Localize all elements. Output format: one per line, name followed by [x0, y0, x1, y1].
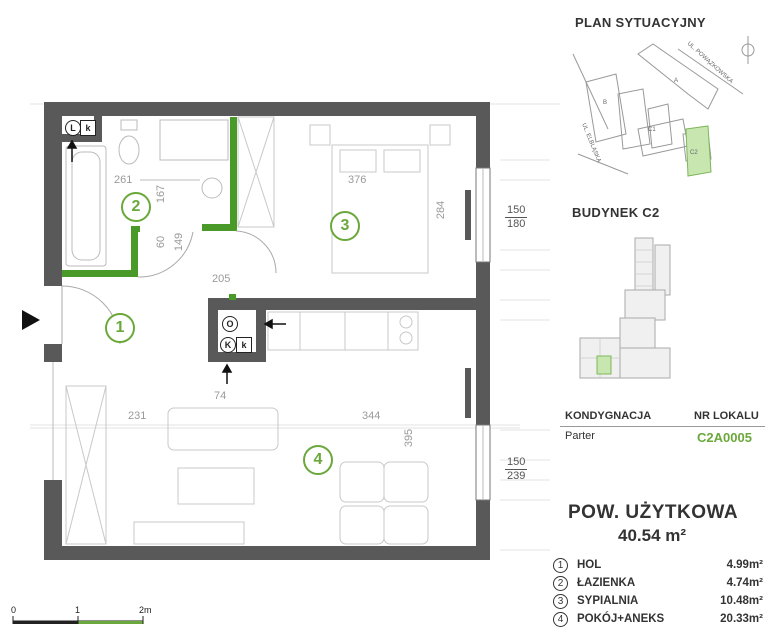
legend-num: 2	[553, 576, 568, 591]
window-1-height: 150	[507, 204, 526, 216]
shaft-K: K	[220, 337, 236, 353]
legend-name: HOL	[577, 559, 602, 571]
legend-num: 3	[553, 594, 568, 609]
bedroom-furniture	[237, 116, 451, 274]
legend-area: 4.99m²	[726, 559, 763, 571]
dim-167: 167	[155, 184, 168, 204]
unit-header: NR LOKALU	[694, 410, 759, 422]
building-c2-highlight	[685, 125, 712, 177]
building-title: BUDYNEK C2	[572, 205, 660, 220]
ventilation-arrows	[66, 139, 286, 384]
room-marker-1: 1	[105, 313, 135, 343]
floor-value: Parter	[565, 430, 595, 442]
usable-area-title: POW. UŻYTKOWA	[568, 502, 739, 523]
entrance-arrow-icon	[22, 310, 40, 330]
window-2-width: 239	[507, 470, 526, 482]
dim-149: 149	[173, 232, 186, 252]
window-2-height: 150	[507, 456, 526, 468]
scale-1: 1	[75, 605, 81, 615]
dim-231: 231	[128, 410, 147, 422]
map-building-c2: C2	[690, 150, 698, 156]
exterior-walls	[44, 102, 490, 560]
situational-plan-map	[572, 36, 755, 177]
situational-plan-title: PLAN SYTUACYJNY	[575, 15, 706, 30]
legend-name: POKÓJ+ANEKS	[577, 613, 665, 625]
green-walls	[62, 117, 237, 300]
legend-row-lazienka: 2 ŁAZIENKA 4.74m²	[553, 576, 763, 594]
dim-284: 284	[435, 200, 448, 220]
legend-area: 10.48m²	[720, 595, 763, 607]
building-c2-plan	[579, 237, 671, 379]
scale-0: 0	[11, 605, 17, 615]
legend-area: 20.33m²	[720, 613, 763, 625]
unit-value: C2A0005	[697, 430, 752, 445]
map-building-c1: C1	[648, 127, 656, 133]
usable-area-value: 40.54 m²	[618, 526, 687, 545]
door-swings	[61, 230, 277, 345]
dim-344: 344	[362, 410, 381, 422]
dim-395: 395	[403, 428, 416, 448]
room-marker-4: 4	[303, 445, 333, 475]
legend-name: ŁAZIENKA	[577, 577, 636, 589]
legend-row-sypialnia: 3 SYPIALNIA 10.48m²	[553, 594, 763, 612]
unit-highlight	[596, 355, 612, 375]
legend-area: 4.74m²	[726, 577, 763, 589]
dim-74: 74	[214, 390, 227, 402]
shaft-o: O	[222, 316, 238, 332]
dim-205: 205	[212, 273, 231, 285]
legend-num: 1	[553, 558, 568, 573]
dim-376: 376	[348, 174, 367, 186]
scale-2m: 2m	[139, 605, 152, 615]
floor-header: KONDYGNACJA	[565, 410, 652, 422]
dim-60: 60	[155, 235, 168, 249]
bath-shaft-l: L	[65, 120, 81, 136]
legend-row-pokoj-aneks: 4 POKÓJ+ANEKS 20.33m²	[553, 612, 763, 630]
scale-bar	[12, 616, 144, 624]
room-marker-2: 2	[121, 192, 151, 222]
info-divider	[560, 426, 765, 427]
map-building-a: A	[674, 78, 679, 84]
legend-num: 4	[553, 612, 568, 627]
bathroom-fixtures	[65, 119, 229, 267]
window-1-width: 180	[507, 218, 526, 230]
bath-shaft-k: k	[80, 120, 96, 136]
living-furniture	[65, 311, 429, 545]
legend-row-hol: 1 HOL 4.99m²	[553, 558, 763, 576]
map-building-b: B	[603, 100, 608, 106]
shaft-k: k	[236, 337, 252, 353]
dim-261: 261	[114, 174, 133, 186]
room-marker-3: 3	[330, 211, 360, 241]
legend-name: SYPIALNIA	[577, 595, 639, 607]
